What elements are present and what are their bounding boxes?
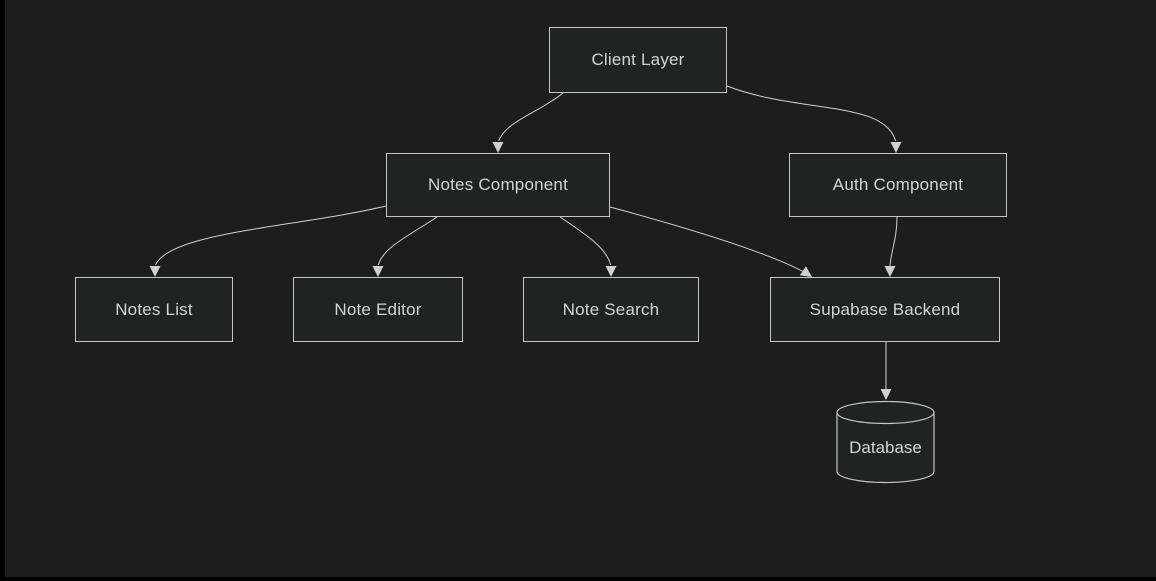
- node-auth-component: Auth Component: [789, 153, 1007, 217]
- node-client-layer-label: Client Layer: [591, 50, 685, 69]
- node-notes-component: Notes Component: [386, 153, 610, 217]
- node-notes-list: Notes List: [75, 277, 233, 342]
- node-auth-component-label: Auth Component: [832, 175, 964, 194]
- node-note-editor-label: Note Editor: [334, 299, 422, 319]
- node-note-search: Note Search: [523, 277, 699, 342]
- node-database: Database: [836, 400, 935, 484]
- node-notes-list-label: Notes List: [115, 299, 193, 319]
- node-note-editor: Note Editor: [293, 277, 463, 342]
- node-database-label: Database: [849, 438, 922, 457]
- node-client-layer: Client Layer: [549, 27, 727, 93]
- node-supabase-backend-label: Supabase Backend: [809, 299, 961, 319]
- database-cylinder-icon: [836, 400, 935, 484]
- node-note-search-label: Note Search: [562, 299, 660, 319]
- node-supabase-backend: Supabase Backend: [770, 277, 1000, 342]
- node-notes-component-label: Notes Component: [427, 175, 569, 194]
